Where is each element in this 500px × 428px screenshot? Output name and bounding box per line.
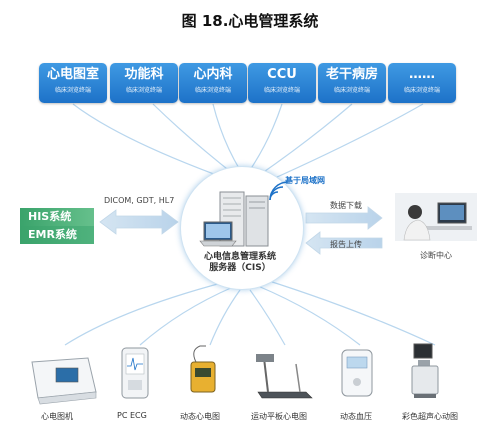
holter-icon <box>190 345 216 393</box>
top-connection-lines <box>72 103 424 183</box>
abpm-icon <box>341 349 373 397</box>
device-label-pc-ecg: PC ECG <box>117 411 147 420</box>
right-arrow-download <box>305 206 383 230</box>
dept-cardiology: 心内科 临床浏览终端 <box>179 63 247 103</box>
dept-sub: 临床浏览终端 <box>333 87 370 94</box>
dept-ccu: CCU 临床浏览终端 <box>248 63 316 103</box>
left-double-arrow <box>99 209 179 235</box>
device-label-ecg: 心电图机 <box>41 412 73 421</box>
dept-name: CCU <box>267 67 297 82</box>
bottom-connection-lines <box>64 279 436 346</box>
dept-sub: 临床浏览终端 <box>403 87 440 94</box>
upload-label: 报告上传 <box>330 240 362 249</box>
dept-name: 心电图室 <box>46 67 99 82</box>
device-label-abpm: 动态血压 <box>340 412 372 421</box>
dept-name: …… <box>409 67 435 82</box>
cis-line1: 心电信息管理系统 <box>203 252 276 262</box>
protocol-label: DICOM, GDT, HL7 <box>104 196 175 205</box>
right-arrow-upload <box>305 231 383 255</box>
dept-sub: 临床浏览终端 <box>194 87 231 94</box>
his-system: HIS系统 <box>20 208 94 226</box>
dept-sub: 临床浏览终端 <box>125 87 162 94</box>
download-label: 数据下载 <box>330 201 362 210</box>
dept-ecg-room: 心电图室 临床浏览终端 <box>39 63 107 103</box>
pc-ecg-icon <box>121 347 149 399</box>
diagnosis-label: 诊断中心 <box>420 251 452 260</box>
dept-senior-ward: 老干病房 临床浏览终端 <box>318 63 386 103</box>
wifi-icon <box>269 181 289 201</box>
dept-name: 心内科 <box>193 67 233 82</box>
dept-more: …… 临床浏览终端 <box>388 63 456 103</box>
ultrasound-icon <box>411 343 439 398</box>
dept-name: 功能科 <box>124 67 164 82</box>
cis-line2: 服务器（CIS） <box>209 263 271 273</box>
device-label-holter: 动态心电图 <box>180 412 220 421</box>
figure-title: 图 18.心电管理系统 <box>181 12 319 30</box>
emr-system: EMR系统 <box>20 226 94 244</box>
treadmill-icon <box>256 354 313 399</box>
dept-name: 老干病房 <box>325 67 378 82</box>
dept-sub: 临床浏览终端 <box>263 87 300 94</box>
device-label-treadmill: 运动平板心电图 <box>251 412 307 421</box>
dept-function: 功能科 临床浏览终端 <box>110 63 178 103</box>
device-label-ultrasound: 彩色超声心动图 <box>402 412 458 421</box>
ecg-machine-icon <box>31 357 97 405</box>
cis-label: 心电信息管理系统 服务器（CIS） <box>190 252 290 274</box>
dept-sub: 临床浏览终端 <box>54 87 91 94</box>
lan-label: 基于局域网 <box>285 176 325 185</box>
